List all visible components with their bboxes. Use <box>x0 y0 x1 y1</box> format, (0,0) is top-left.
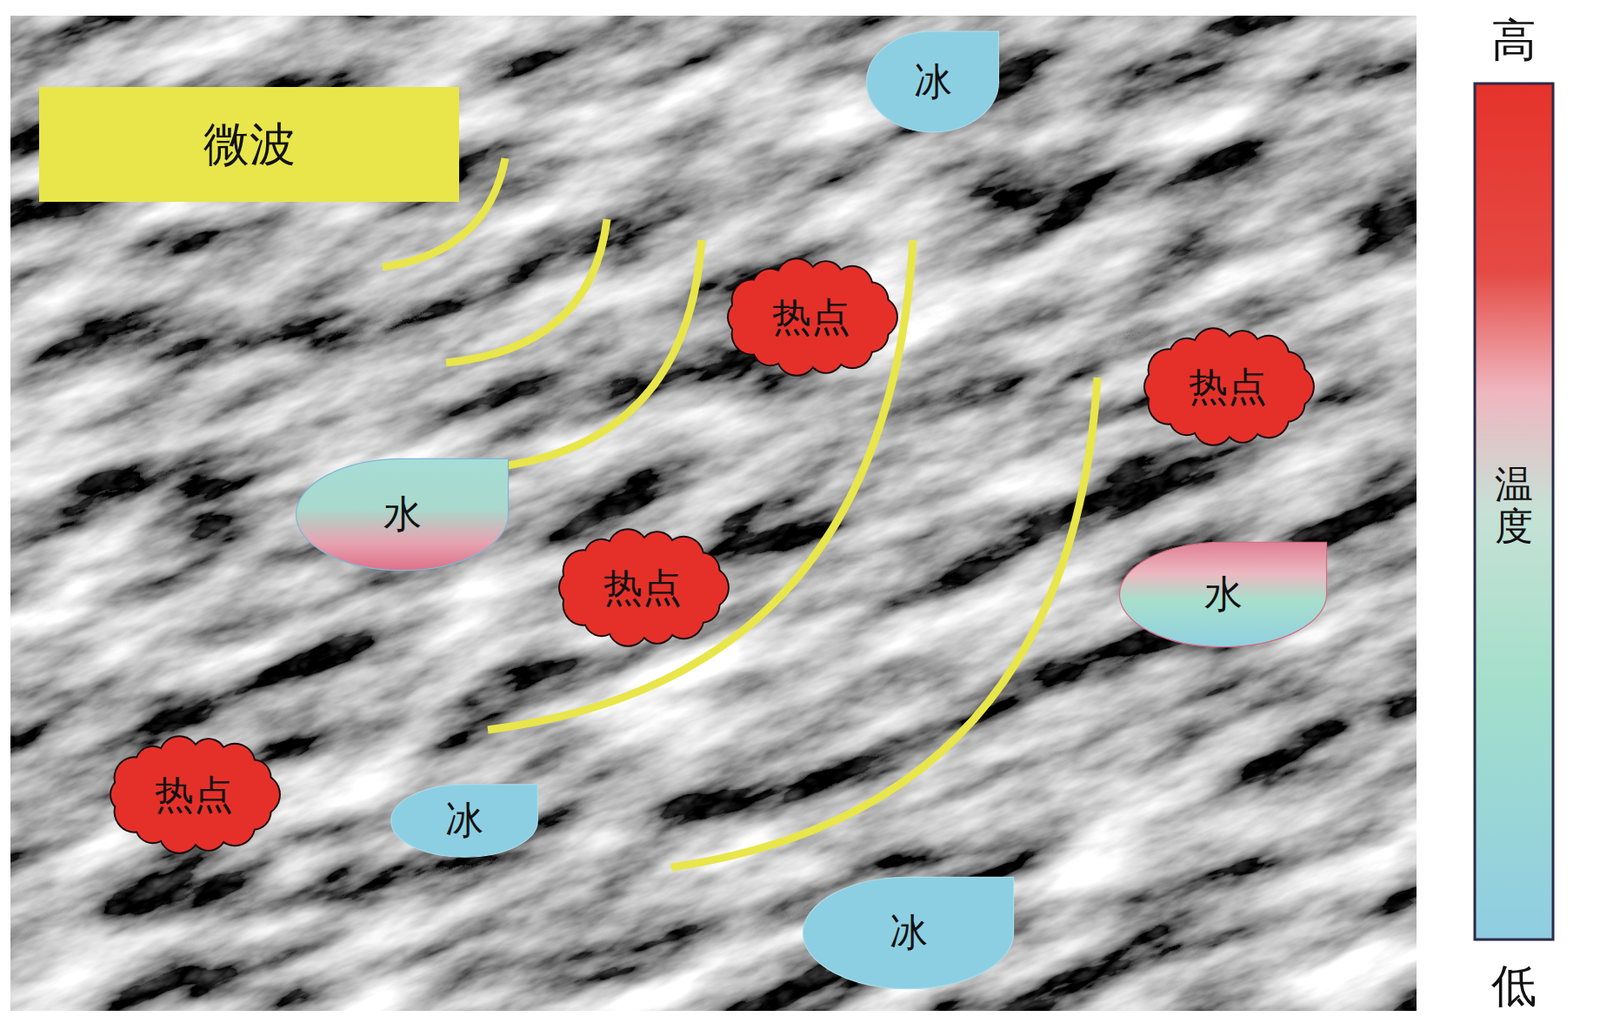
node-label: 热点 <box>154 773 234 817</box>
node-label: 水 <box>1204 573 1243 615</box>
water-drop: 水 <box>1117 540 1329 648</box>
node-label: 水 <box>383 493 422 535</box>
scale-high: 高 <box>1491 15 1537 66</box>
node-label: 热点 <box>772 295 851 340</box>
node-label: 热点 <box>1188 365 1267 409</box>
ice-drop: 冰 <box>389 783 540 858</box>
microwave-box: 微波 <box>39 86 460 202</box>
temperature-bar <box>1474 83 1554 940</box>
node-label: 热点 <box>603 566 682 610</box>
hot-spot-cloud: 热点 <box>558 531 727 644</box>
scale-title: 温度 <box>1494 463 1534 548</box>
ice-drop: 冰 <box>865 30 1000 134</box>
node-label: 微波 <box>203 119 296 170</box>
node-label: 冰 <box>889 911 928 954</box>
hot-spot-cloud: 热点 <box>109 738 279 851</box>
scale-low: 低 <box>1491 960 1537 1011</box>
water-drop: 水 <box>293 457 511 572</box>
node-label: 冰 <box>445 799 484 841</box>
hot-spot-cloud: 热点 <box>726 260 896 374</box>
node-label: 冰 <box>913 60 953 103</box>
ice-drop: 冰 <box>800 875 1016 990</box>
hot-spot-cloud: 热点 <box>1143 330 1313 443</box>
